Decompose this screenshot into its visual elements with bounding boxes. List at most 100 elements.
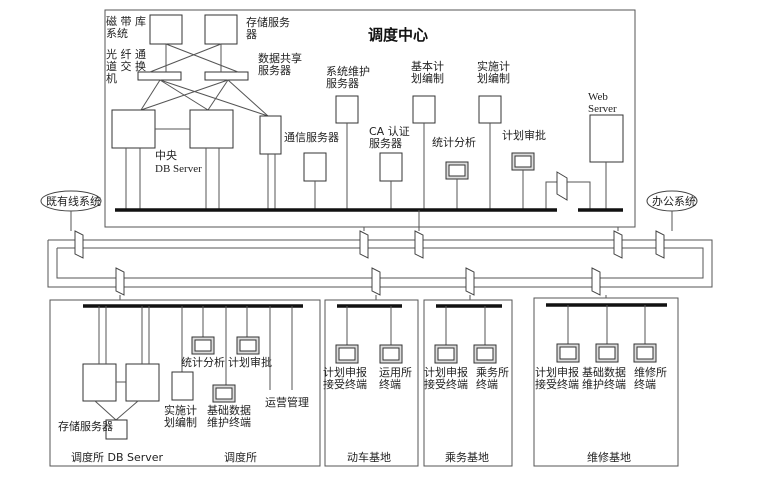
maint-terminal-1-label: 计划申报接受终端	[535, 365, 579, 391]
impl-plan-node	[478, 95, 502, 124]
label-line: 乘务所	[476, 366, 509, 379]
label-line: 计划申报	[323, 365, 367, 379]
legacy-system-label: 既有线系统	[46, 194, 101, 208]
ca-server-node	[379, 152, 403, 182]
impl-plan-label: 实施计划编制	[477, 59, 510, 85]
emu-terminal-2-label: 运用所终端	[379, 366, 412, 391]
dispatch-storage-label: 存储服务器	[58, 419, 113, 433]
label-line: 实施计	[477, 59, 510, 73]
central-db-label-line2: DB Server	[155, 163, 202, 175]
ca-server-label: CA 认证服务器	[369, 125, 410, 150]
label-line: CA 认证	[369, 125, 410, 138]
storage-server-node	[204, 14, 238, 45]
maint-terminal-3-label: 维修所终端	[634, 365, 667, 391]
router-icon	[414, 230, 424, 259]
fc-switch-1	[137, 71, 182, 81]
label-line: 系统	[106, 27, 128, 40]
svg-text:实施计划编制: 实施计划编制	[477, 59, 510, 85]
dispatch-approval-label: 计划审批	[228, 355, 272, 369]
central-db-label-line1: 中央	[155, 149, 177, 162]
router-icon	[465, 267, 475, 296]
dispatch-stat-label: 统计分析	[181, 355, 225, 369]
dispatch-impl-plan-label: 实施计划编制	[164, 403, 197, 429]
svg-text:磁 带 库系统: 磁 带 库系统	[106, 15, 146, 40]
svg-text:计划申报接受终端: 计划申报接受终端	[424, 365, 468, 391]
svg-text:基础数据维护终端: 基础数据维护终端	[207, 403, 251, 429]
label-line: 维修所	[634, 365, 667, 379]
label-line: 接受终端	[323, 377, 367, 391]
label-line: 接受终端	[535, 377, 579, 391]
label-line: 运用所	[379, 366, 412, 379]
svg-text:计划申报接受终端: 计划申报接受终端	[535, 365, 579, 391]
dispatch-center-title: 调度中心	[368, 26, 428, 44]
label-line: 光 纤 通	[106, 47, 146, 61]
crew-base-frame	[423, 299, 513, 467]
router-icon	[613, 230, 623, 259]
central-db-server-1	[111, 109, 156, 149]
svg-text:CA 认证服务器: CA 认证服务器	[369, 125, 410, 150]
dispatch-db-server-2	[125, 363, 160, 402]
stat-analysis-label: 统计分析	[432, 135, 476, 149]
maint-base-caption: 维修基地	[587, 450, 631, 464]
crew-base-caption: 乘务基地	[445, 451, 489, 464]
label-line: 服务器	[326, 77, 359, 90]
tape-library-label: 磁 带 库系统	[106, 15, 146, 40]
label-line: 基础数据	[207, 403, 251, 417]
label-line: 存储服务	[246, 15, 290, 29]
label-line: Web	[588, 91, 608, 103]
svg-text:基本计划编制: 基本计划编制	[411, 59, 444, 85]
emu-terminal-1-label: 计划申报接受终端	[323, 365, 367, 391]
backbone-ring-inner	[56, 247, 704, 279]
dispatch-db-caption: 调度所 DB Server	[71, 450, 164, 464]
emu-base-frame	[324, 299, 419, 467]
comm-server-label: 通信服务器	[284, 131, 339, 144]
label-line: 划编制	[411, 71, 444, 85]
label-line: 计划申报	[424, 365, 468, 379]
label-line: Server	[588, 103, 617, 115]
dispatch-basic-data-label: 基础数据维护终端	[207, 403, 251, 429]
tape-library-node	[149, 14, 183, 45]
svg-text:计划申报接受终端: 计划申报接受终端	[323, 365, 367, 391]
central-db-server-2	[189, 109, 234, 149]
router-icon	[655, 230, 665, 259]
label-line: 服务器	[369, 137, 402, 150]
router-icon	[74, 230, 84, 259]
label-line: 划编制	[164, 415, 197, 429]
label-line: 划编制	[477, 71, 510, 85]
dispatch-impl-plan-node	[171, 371, 194, 401]
dispatch-db-server-1	[82, 363, 117, 402]
maint-terminal-2-label: 基础数据维护终端	[582, 365, 626, 391]
firewall-icon	[556, 171, 568, 201]
plan-approval-label: 计划审批	[502, 128, 546, 142]
dispatch-station-caption: 调度所	[224, 450, 257, 464]
fc-switch-label: 光 纤 通道 交 换机	[106, 47, 146, 85]
label-line: 接受终端	[424, 377, 468, 391]
svg-text:数据共享服务器: 数据共享服务器	[258, 51, 302, 77]
router-icon	[359, 230, 369, 259]
dispatch-center-frame	[104, 9, 636, 228]
svg-text:存储服务器: 存储服务器	[246, 15, 290, 41]
svg-text:运用所终端: 运用所终端	[379, 366, 412, 391]
label-line: 计划申报	[535, 365, 579, 379]
label-line: 维护终端	[582, 377, 626, 391]
label-line: 磁 带 库	[106, 15, 146, 28]
svg-text:实施计划编制: 实施计划编制	[164, 403, 197, 429]
dispatch-ops-label: 运营管理	[265, 395, 309, 409]
crew-terminal-2-label: 乘务所终端	[476, 366, 509, 391]
svg-text:维修所终端: 维修所终端	[634, 365, 667, 391]
web-server-node	[589, 114, 624, 163]
label-line: 系统维护	[326, 64, 370, 78]
label-line: 基本计	[411, 59, 444, 73]
router-icon	[115, 267, 125, 296]
sys-maint-server-label: 系统维护服务器	[326, 64, 370, 90]
storage-server-label: 存储服务器	[246, 15, 290, 41]
emu-base-caption: 动车基地	[347, 450, 391, 464]
label-line: 终端	[476, 377, 498, 391]
label-line: 终端	[634, 377, 656, 391]
svg-text:基础数据维护终端: 基础数据维护终端	[582, 365, 626, 391]
data-share-server-node	[259, 115, 282, 155]
label-line: 机	[106, 71, 117, 85]
label-line: 基础数据	[582, 365, 626, 379]
basic-plan-label: 基本计划编制	[411, 59, 444, 85]
